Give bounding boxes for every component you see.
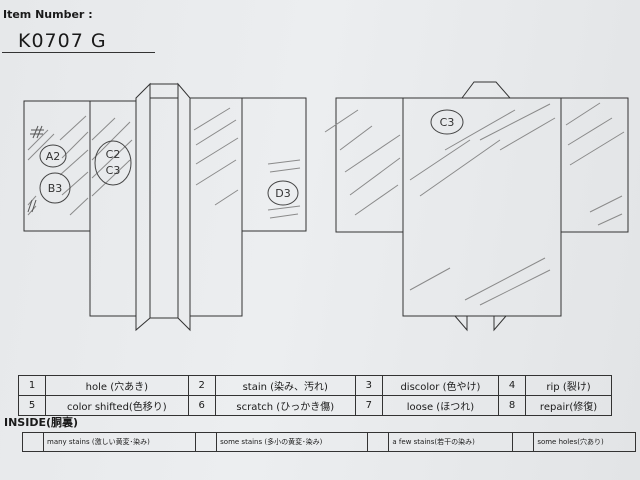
annotation-circle-b3	[39, 172, 71, 204]
annotation-a2: A2	[46, 150, 61, 163]
inside-some-holes: some holes(穴あり)	[533, 432, 636, 452]
annotation-circle-c2-c3	[94, 140, 132, 186]
inside-check-box	[367, 432, 390, 452]
front-right-sleeve	[241, 97, 307, 232]
annotation-c3: C3	[106, 164, 121, 177]
legend-label-repair: repair(修復)	[525, 395, 612, 416]
item-number: K0707 G	[18, 30, 107, 52]
legend-num: 3	[354, 375, 383, 396]
back-right-sleeve	[560, 97, 629, 233]
back-collar	[461, 81, 512, 99]
annotation-back-c3: C3	[440, 116, 455, 129]
inside-some-stains: some stains (多小の黄変･染み)	[216, 432, 369, 452]
legend-label-color-shifted: color shifted(色移り)	[45, 395, 189, 416]
front-center-panel	[149, 83, 179, 319]
back-body	[402, 97, 562, 317]
annotation-circle-back-c3	[430, 109, 464, 135]
legend-label-loose: loose (ほつれ)	[381, 395, 500, 416]
legend-num: 7	[354, 395, 383, 416]
legend-label-stain: stain (染み、汚れ)	[214, 375, 356, 396]
inside-check-box	[195, 432, 218, 452]
legend-label-discolor: discolor (色やけ)	[381, 375, 500, 396]
legend-label-rip: rip (裂け)	[525, 375, 612, 396]
pencil-hash-marks	[27, 125, 44, 213]
damage-annotation-labels: A2 B3 C2 C3 D3 C3	[46, 116, 455, 200]
front-right-collar	[177, 82, 191, 332]
inside-label: INSIDE(胴裏)	[4, 416, 79, 429]
inside-check-box	[22, 432, 44, 452]
front-left-body	[89, 100, 137, 317]
legend-num: 1	[18, 375, 46, 396]
inside-condition-row: many stains (激しい黄変･染み) some stains (多小の黄…	[22, 432, 636, 452]
legend-num: 4	[498, 375, 527, 396]
back-hem-left-tab	[453, 315, 468, 332]
front-left-collar	[135, 82, 151, 332]
annotation-d3: D3	[275, 187, 290, 200]
legend-num: 8	[498, 395, 527, 416]
legend-label-scratch: scratch (ひっかき傷)	[214, 395, 356, 416]
inside-check-box	[512, 432, 535, 452]
damage-legend-table: 1 hole (穴あき) 2 stain (染み、汚れ) 3 discolor …	[18, 375, 612, 416]
legend-num: 6	[187, 395, 216, 416]
annotation-circle-d3	[267, 180, 299, 206]
front-view	[23, 82, 307, 332]
legend-row: 1 hole (穴あき) 2 stain (染み、汚れ) 3 discolor …	[18, 375, 612, 396]
legend-row: 5 color shifted(色移り) 6 scratch (ひっかき傷) 7…	[18, 395, 612, 416]
annotation-circle-a2	[39, 144, 67, 168]
item-number-label: Item Number :	[3, 8, 93, 21]
legend-num: 5	[18, 395, 46, 416]
legend-label-hole: hole (穴あき)	[45, 375, 189, 396]
inside-many-stains: many stains (激しい黄変･染み)	[42, 432, 197, 452]
back-view	[335, 81, 629, 332]
annotation-b3: B3	[48, 182, 63, 195]
front-right-body	[189, 97, 243, 317]
inside-few-stains: a few stains(若干の染み)	[388, 432, 514, 452]
back-hem-right-tab	[493, 315, 508, 332]
pencil-hatching	[27, 102, 625, 306]
inside-condition-table: many stains (激しい黄変･染み) some stains (多小の黄…	[22, 432, 636, 452]
annotation-c2: C2	[106, 148, 121, 161]
legend-num: 2	[187, 375, 216, 396]
damage-annotations	[39, 109, 464, 206]
item-number-underline	[2, 52, 155, 53]
